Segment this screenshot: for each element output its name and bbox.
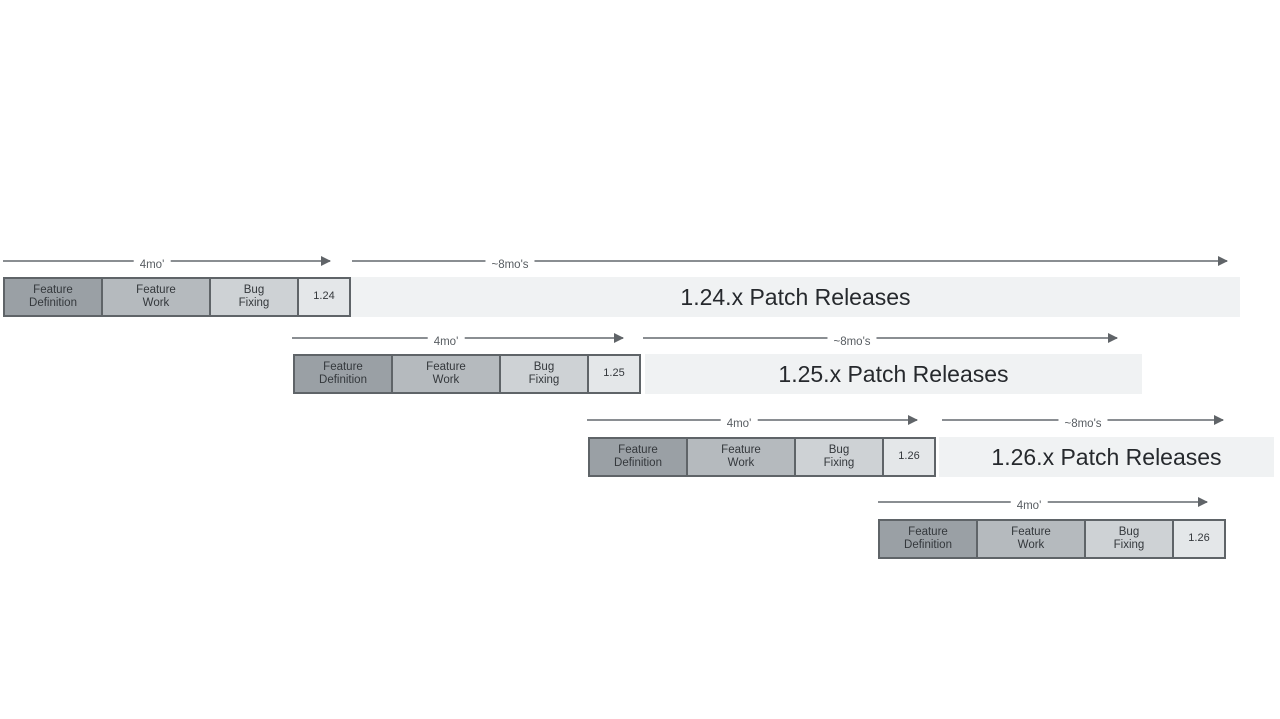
release-cycle-boxes: Feature Definition Feature Work Bug Fixi… [588,437,936,477]
patch-duration-label: ~8mo's [827,334,877,350]
patch-releases-label: 1.25.x Patch Releases [778,360,1009,387]
version-box: 1.24 [297,277,351,317]
version-label: 1.25 [603,367,625,380]
patch-releases-bar: 1.25.x Patch Releases [645,354,1142,394]
patch-releases-label: 1.26.x Patch Releases [991,443,1222,470]
phase-bug-fixing: Bug Fixing [209,277,299,317]
phase-bug-fixing: Bug Fixing [794,437,884,477]
phase-label: Bug Fixing [1113,525,1145,552]
phase-label: Bug Fixing [823,443,855,470]
phase-label: Feature Work [136,283,176,310]
patch-duration-label: ~8mo's [485,257,535,273]
phase-label: Bug Fixing [528,360,560,387]
dev-duration-arrow: 4mo' [3,256,331,273]
patch-duration-arrow: ~8mo's [643,333,1118,350]
dev-duration-arrow: 4mo' [292,333,624,350]
patch-duration-label: ~8mo's [1058,416,1108,432]
dev-duration-label: 4mo' [1010,498,1048,514]
patch-releases-label: 1.24.x Patch Releases [680,283,911,310]
phase-feature-work: Feature Work [101,277,211,317]
dev-duration-arrow: 4mo' [878,497,1208,514]
phase-bug-fixing: Bug Fixing [499,354,589,394]
version-label: 1.26 [1188,532,1210,545]
phase-feature-definition: Feature Definition [293,354,393,394]
phase-feature-definition: Feature Definition [878,519,978,559]
version-box: 1.25 [587,354,641,394]
phase-feature-work: Feature Work [686,437,796,477]
phase-label: Feature Definition [904,525,952,552]
patch-duration-arrow: ~8mo's [352,256,1228,273]
release-cycle-boxes: Feature Definition Feature Work Bug Fixi… [3,277,351,317]
patch-releases-bar: 1.26.x Patch Releases [939,437,1274,477]
dev-duration-arrow: 4mo' [587,415,918,432]
phase-bug-fixing: Bug Fixing [1084,519,1174,559]
phase-feature-work: Feature Work [391,354,501,394]
phase-label: Feature Work [721,443,761,470]
dev-duration-label: 4mo' [133,257,171,273]
phase-feature-definition: Feature Definition [3,277,103,317]
dev-duration-label: 4mo' [720,416,758,432]
dev-duration-label: 4mo' [427,334,465,350]
phase-label: Feature Definition [614,443,662,470]
version-label: 1.26 [898,450,920,463]
release-cycle-boxes: Feature Definition Feature Work Bug Fixi… [293,354,641,394]
version-label: 1.24 [313,290,335,303]
phase-label: Bug Fixing [238,283,270,310]
phase-label: Feature Work [1011,525,1051,552]
phase-label: Feature Definition [319,360,367,387]
phase-label: Feature Definition [29,283,77,310]
version-box: 1.26 [882,437,936,477]
phase-feature-work: Feature Work [976,519,1086,559]
phase-label: Feature Work [426,360,466,387]
patch-duration-arrow: ~8mo's [942,415,1224,432]
patch-releases-bar: 1.24.x Patch Releases [351,277,1240,317]
version-box: 1.26 [1172,519,1226,559]
release-cycle-boxes: Feature Definition Feature Work Bug Fixi… [878,519,1226,559]
phase-feature-definition: Feature Definition [588,437,688,477]
